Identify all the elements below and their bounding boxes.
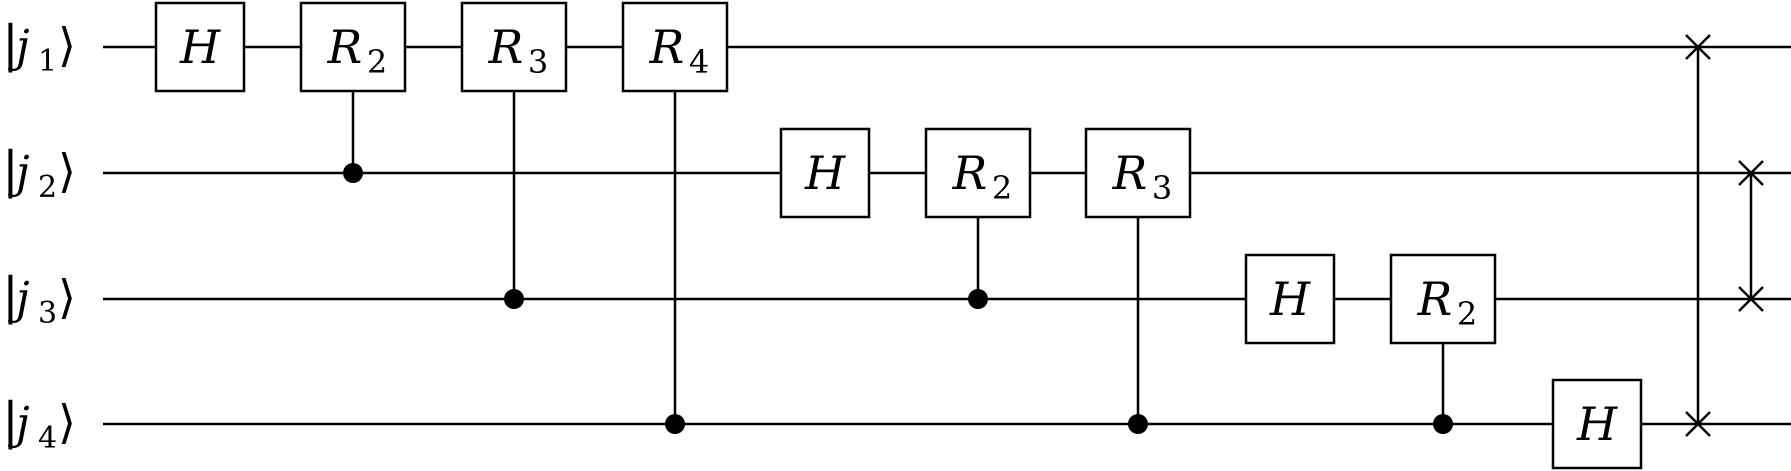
swap-x-stroke [1738,160,1764,186]
gate-box [299,1,407,93]
qubit-wires [103,45,1791,426]
swap-x-mark [1738,286,1764,312]
gate-box [1084,127,1192,219]
qubit-index: 2 [38,170,57,205]
gate-label: H [1269,272,1311,326]
gate-box [924,127,1032,219]
qubit-index: 1 [38,44,57,79]
swap-x-mark [1685,34,1711,60]
hadamard-gate: H [154,1,246,93]
swap-x-stroke [1685,411,1711,437]
gate-label: H [804,146,846,200]
swap-x-mark [1685,411,1711,437]
ket-close: ⟩ [58,144,76,198]
control-dot [1433,414,1453,434]
control-dot [343,163,363,183]
ket-open: | [2,267,19,325]
control-lines [343,47,1453,434]
gate-subscript: 2 [992,169,1012,207]
gate-box [1244,253,1336,345]
swap-gate-1 [1685,34,1711,437]
swap-x-mark [1738,160,1764,186]
qubit-index: 4 [38,421,57,456]
hadamard-gate: H [779,127,871,219]
control-dot [968,289,988,309]
gate-subscript: 4 [689,43,709,81]
ket-close: ⟩ [58,270,76,324]
ket-open: | [2,392,19,450]
gate-box [621,1,729,93]
swap-gate-2 [1738,160,1764,312]
gate-label: R [952,146,988,200]
ket-close: ⟩ [58,18,76,72]
swap-gates [1685,34,1764,437]
gate-box [779,127,871,219]
qubit-index: 3 [38,296,57,331]
swap-x-stroke [1685,34,1711,60]
gate-label: R [488,20,524,74]
control-dot [1128,414,1148,434]
gate-subscript: 3 [528,43,548,81]
swap-x-stroke [1738,286,1764,312]
gate-box [154,1,246,93]
gate-subscript: 2 [1457,295,1477,333]
gate-label: H [179,20,221,74]
gate-subscript: 2 [367,43,387,81]
hadamard-gate: H [1551,378,1643,470]
gate-box [1551,378,1643,470]
gate-label: R [327,20,363,74]
ket-open: | [2,15,19,73]
gate-box [1389,253,1497,345]
control-dot [504,289,524,309]
control-dot [665,414,685,434]
gate-label: R [1112,146,1148,200]
gate-label: H [1576,397,1618,451]
ket-close: ⟩ [58,395,76,449]
gate-label: R [649,20,685,74]
gate-subscript: 3 [1152,169,1172,207]
gate-label: R [1417,272,1453,326]
ket-open: | [2,141,19,199]
gate-box [460,1,568,93]
hadamard-gate: H [1244,253,1336,345]
